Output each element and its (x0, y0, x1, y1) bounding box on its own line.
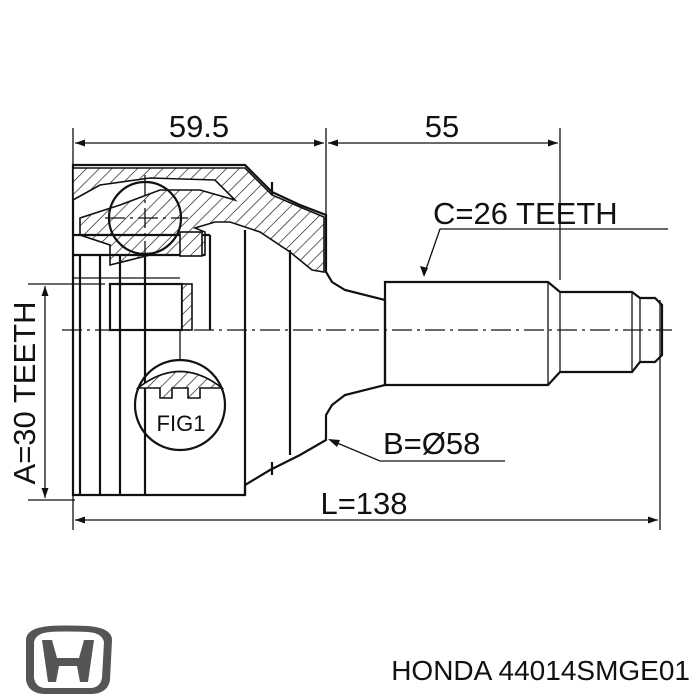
dim-label-diameter: B=Ø58 (383, 426, 480, 461)
dimension-lines (28, 128, 668, 530)
leader-spline-outer (423, 228, 668, 276)
dim-label-spline-outer: C=26 TEETH (433, 196, 618, 231)
dim-label-55: 55 (425, 109, 459, 144)
cv-joint-part (71, 163, 664, 497)
leader-diameter (329, 439, 505, 462)
dim-label-length: L=138 (320, 486, 407, 521)
dim-label-spline-inner: A=30 TEETH (7, 302, 42, 485)
part-caption: HONDA 44014SMGE01 (391, 655, 690, 686)
dim-label-59-5: 59.5 (169, 109, 229, 144)
honda-logo-icon (26, 625, 112, 694)
stub-shaft (383, 280, 664, 387)
fig1-label: FIG1 (157, 411, 206, 436)
